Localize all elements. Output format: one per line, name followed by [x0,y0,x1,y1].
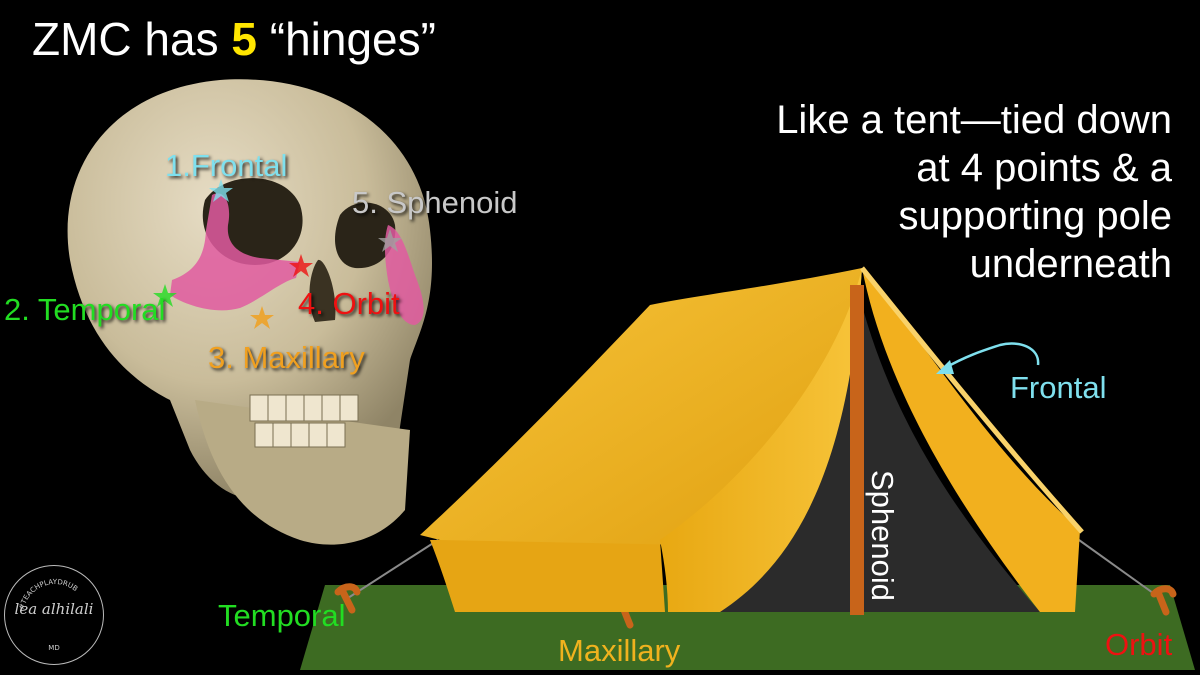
logo-name: lea alhilali [5,600,103,618]
frontal-arrow-icon [945,344,1038,368]
tent-label-frontal: Frontal [1010,370,1106,406]
author-logo: #TEACHPLAYDRUB lea alhilali MD [4,565,104,665]
tent-left-wall [430,540,665,612]
tent-label-sphenoid: Sphenoid [860,470,900,630]
tent-label-orbit: Orbit [1105,627,1172,663]
logo-suffix: MD [5,644,103,652]
tent-label-temporal: Temporal [218,598,346,634]
tent-label-maxillary: Maxillary [558,633,680,669]
